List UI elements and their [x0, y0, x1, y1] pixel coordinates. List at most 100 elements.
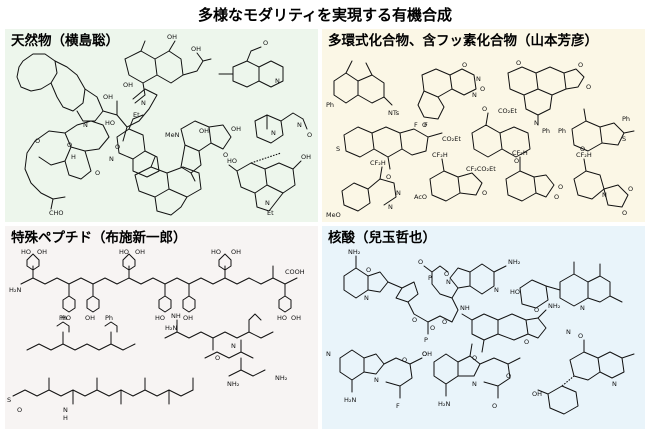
atom-label: O [442, 318, 447, 326]
atom-label: OH [135, 248, 145, 256]
atom-label: O [578, 332, 583, 340]
atom-label: CF₂H [576, 151, 592, 159]
atom-label: NH₂ [227, 380, 240, 388]
atom-label: F [396, 402, 400, 410]
atom-label: NTs [388, 109, 400, 117]
atom-label: N [602, 191, 607, 199]
atom-label: CO₂Et [498, 107, 517, 115]
atom-label: O [558, 183, 563, 191]
atom-label: HO [277, 314, 287, 322]
atom-label: OH [37, 248, 47, 256]
atom-label: O [516, 59, 521, 67]
atom-label: HO [227, 157, 237, 165]
atom-label: O [95, 169, 100, 177]
atom-label: OH [532, 390, 542, 398]
atom-label: HO [510, 288, 520, 296]
atom-label: N [476, 75, 481, 83]
nucleic-acid-structures: NH₂ N O O P O NH₂ N N O O P O HO O N NH₂… [326, 248, 635, 415]
atom-label: O [628, 185, 633, 193]
atom-label: N [472, 380, 477, 388]
atom-label: S [336, 145, 340, 153]
atom-label: O [480, 85, 485, 93]
atom-label: MeN [165, 131, 180, 139]
atom-label: P [424, 336, 428, 344]
atom-label: O [115, 143, 120, 151]
panel-label: 核酸（兒玉哲也） [328, 230, 436, 246]
atom-label: N [396, 189, 401, 197]
atom-label: O [534, 306, 539, 314]
atom-label: O [506, 372, 511, 380]
atom-label: H₂N [9, 286, 21, 294]
atom-label: P [428, 274, 432, 282]
atom-label: HO [61, 314, 71, 322]
atom-label: HO [155, 314, 165, 322]
atom-label: O [482, 189, 487, 197]
atom-label: NH [171, 312, 181, 320]
atom-label: O [514, 157, 519, 165]
atom-label: H₂N [438, 400, 450, 408]
atom-label: Ph [326, 101, 334, 109]
atom-label: F [424, 121, 428, 129]
atom-label: CF₂H [370, 159, 386, 167]
atom-label: N [446, 278, 451, 286]
atom-label: H [71, 153, 76, 161]
atom-label: HO [211, 248, 221, 256]
atom-label: CHO [49, 209, 64, 217]
atom-label: O [462, 61, 467, 69]
atom-label: NH₂ [348, 248, 361, 256]
atom-label: MeO [326, 211, 341, 219]
atom-label: O [472, 354, 477, 362]
page-title: 多様なモダリティを実現する有機合成 [197, 6, 453, 24]
polycyclic-structures: Ph NTs N N O O O O O N Ph Ph Ph O F F CO… [326, 59, 635, 219]
atom-label: OH [103, 93, 113, 101]
atom-label: N [494, 286, 499, 294]
atom-label: N [271, 129, 276, 137]
atom-label: OH [291, 314, 301, 322]
atom-label: O [263, 39, 268, 47]
atom-label: HO [105, 119, 115, 127]
atom-label: O [492, 402, 497, 410]
atom-label: COOH [285, 268, 305, 276]
atom-label: N [63, 406, 68, 414]
atom-label: O [578, 61, 583, 69]
atom-label: N [109, 155, 114, 163]
atom-label: CO₂Et [442, 135, 461, 143]
atom-label: O [215, 354, 220, 362]
atom-label: N [374, 376, 379, 384]
atom-label: O [444, 270, 449, 278]
atom-label: O [430, 324, 435, 332]
atom-label: O [524, 338, 529, 346]
panel-label: 特殊ペプチド（布施新一郎） [11, 230, 187, 246]
atom-label: OH [199, 127, 209, 135]
atom-label: Et [133, 111, 140, 119]
peptide-structures: COOH H₂N HO OH HO OH HO OH HO OH HO OH H… [7, 248, 305, 422]
atom-label: S [622, 135, 626, 143]
panel-nucleic-acids: 核酸（兒玉哲也） [322, 226, 645, 429]
atom-label: N [566, 328, 571, 336]
atom-label: OH [231, 248, 241, 256]
natural-product-structures: OH OH N Et OH HO N O OH MeN N O OH OH O … [16, 33, 312, 217]
atom-label: O [366, 266, 371, 274]
atom-label: O [402, 356, 407, 364]
atom-label: NH₂ [275, 374, 288, 382]
atom-label: O [622, 209, 627, 217]
atom-label: N [472, 91, 477, 99]
atom-label: O [67, 141, 72, 149]
atom-label: OH [301, 153, 311, 161]
atom-label: N [231, 342, 236, 350]
atom-label: O [580, 145, 585, 153]
atom-label: HO [21, 248, 31, 256]
atom-label: N [83, 121, 88, 129]
atom-label: OH [123, 81, 133, 89]
atom-label: H₂N [344, 396, 356, 404]
atom-label: Ph [622, 115, 630, 123]
atom-label: N [326, 350, 331, 358]
atom-label: O [586, 83, 591, 91]
atom-label: O [482, 105, 487, 113]
atom-label: O [17, 406, 22, 414]
atom-label: N [580, 304, 585, 312]
atom-label: H₂N [165, 324, 177, 332]
atom-label: CF₂CO₂Et [466, 165, 496, 173]
atom-label: O [307, 131, 312, 139]
atom-label: OH [183, 314, 193, 322]
